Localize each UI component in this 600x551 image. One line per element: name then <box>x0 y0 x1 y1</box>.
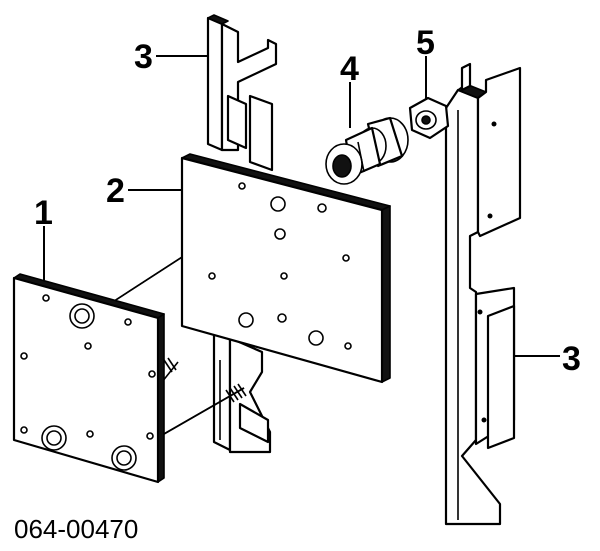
callout-4: 4 <box>340 50 359 88</box>
right-bracket <box>444 62 522 526</box>
callout-3-left: 3 <box>134 38 153 76</box>
leader-lines <box>43 55 560 357</box>
part-number: 064-00470 <box>14 514 138 544</box>
nut <box>408 96 450 140</box>
callout-5: 5 <box>416 24 435 62</box>
callout-3-right: 3 <box>562 340 581 378</box>
fitting <box>325 116 409 185</box>
callout-2: 2 <box>106 172 125 210</box>
middle-plate <box>180 153 391 384</box>
callout-1: 1 <box>34 194 53 232</box>
front-plate <box>12 273 165 484</box>
